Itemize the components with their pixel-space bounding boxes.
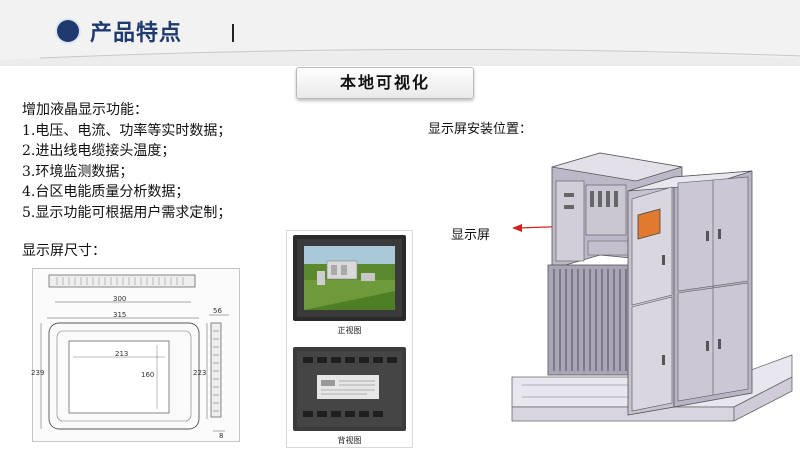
install-position-label: 显示屏安装位置：: [428, 122, 533, 137]
cabinet-illustration: [511, 152, 793, 422]
feature-intro: 增加液晶显示功能：: [22, 102, 148, 118]
feature-item: 1.电压、电流、功率等实时数据；: [22, 122, 232, 139]
header-band: 产品特点: [0, 0, 800, 66]
section-title-button: 本地可视化: [296, 67, 474, 99]
feature-list: 增加液晶显示功能： 1.电压、电流、功率等实时数据； 2.进出线电缆接头温度； …: [22, 100, 352, 223]
screen-callout-label: 显示屏: [451, 228, 491, 243]
dim-label-223: 223: [193, 369, 207, 377]
front-view-caption: 正视图: [337, 326, 362, 335]
dim-label-239: 239: [31, 369, 45, 377]
dimension-drawing-svg: [40, 274, 229, 432]
feature-item: 5.显示功能可根据用户需求定制；: [22, 204, 232, 221]
dim-label-56: 56: [213, 307, 222, 315]
size-label: 显示屏尺寸：: [22, 243, 106, 259]
dim-label-160: 160: [141, 371, 155, 379]
dimension-drawing: 300 315 56 213 160 239 223 8: [31, 268, 240, 442]
header-swoosh: [0, 0, 800, 60]
dim-label-300: 300: [113, 295, 127, 303]
back-view-caption: 背视图: [337, 436, 362, 445]
dim-label-315: 315: [113, 311, 127, 319]
page-title: 产品特点: [90, 21, 183, 46]
front-view-photo: [293, 235, 406, 431]
header-bullet-icon: [57, 20, 79, 42]
feature-item: 3.环境监测数据；: [22, 163, 134, 180]
dim-label-8: 8: [219, 432, 224, 440]
dim-label-213: 213: [115, 350, 129, 358]
feature-item: 2.进出线电缆接头温度；: [22, 143, 176, 159]
feature-item: 4.台区电能质量分析数据；: [22, 184, 190, 200]
product-photos: 正视图 背视图: [286, 230, 413, 448]
header-divider: [232, 24, 234, 42]
